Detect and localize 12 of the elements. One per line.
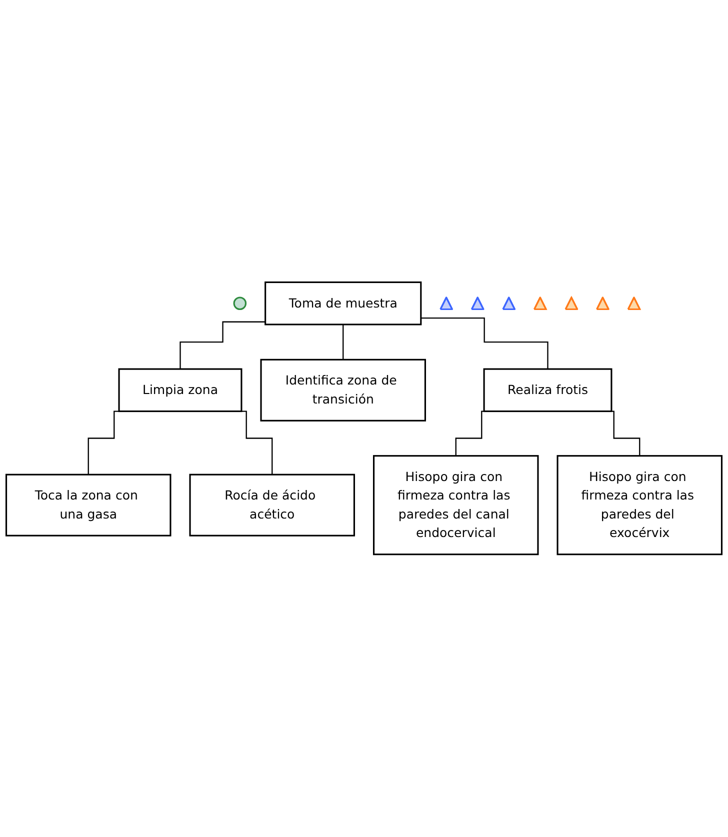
node-ellipse <box>233 296 247 310</box>
node-box: Limpia zona <box>118 368 242 412</box>
connector <box>342 324 344 360</box>
node-box: Hisopo gira con firmeza contra las paredes del canal endocervical <box>373 455 539 556</box>
node-box: Identifica zona de transición <box>260 359 426 422</box>
connector <box>180 321 266 370</box>
node-box: Realiza frotis <box>483 368 612 412</box>
node-box: Hisopo gira con firmeza contra las paredes del exocérvix <box>556 455 723 556</box>
node-box: Toma de muestra <box>264 282 422 326</box>
node-box: Toca la zona con una gasa <box>5 474 172 537</box>
connector <box>420 318 548 370</box>
node-box: Rocía de ácido acético <box>189 474 355 537</box>
